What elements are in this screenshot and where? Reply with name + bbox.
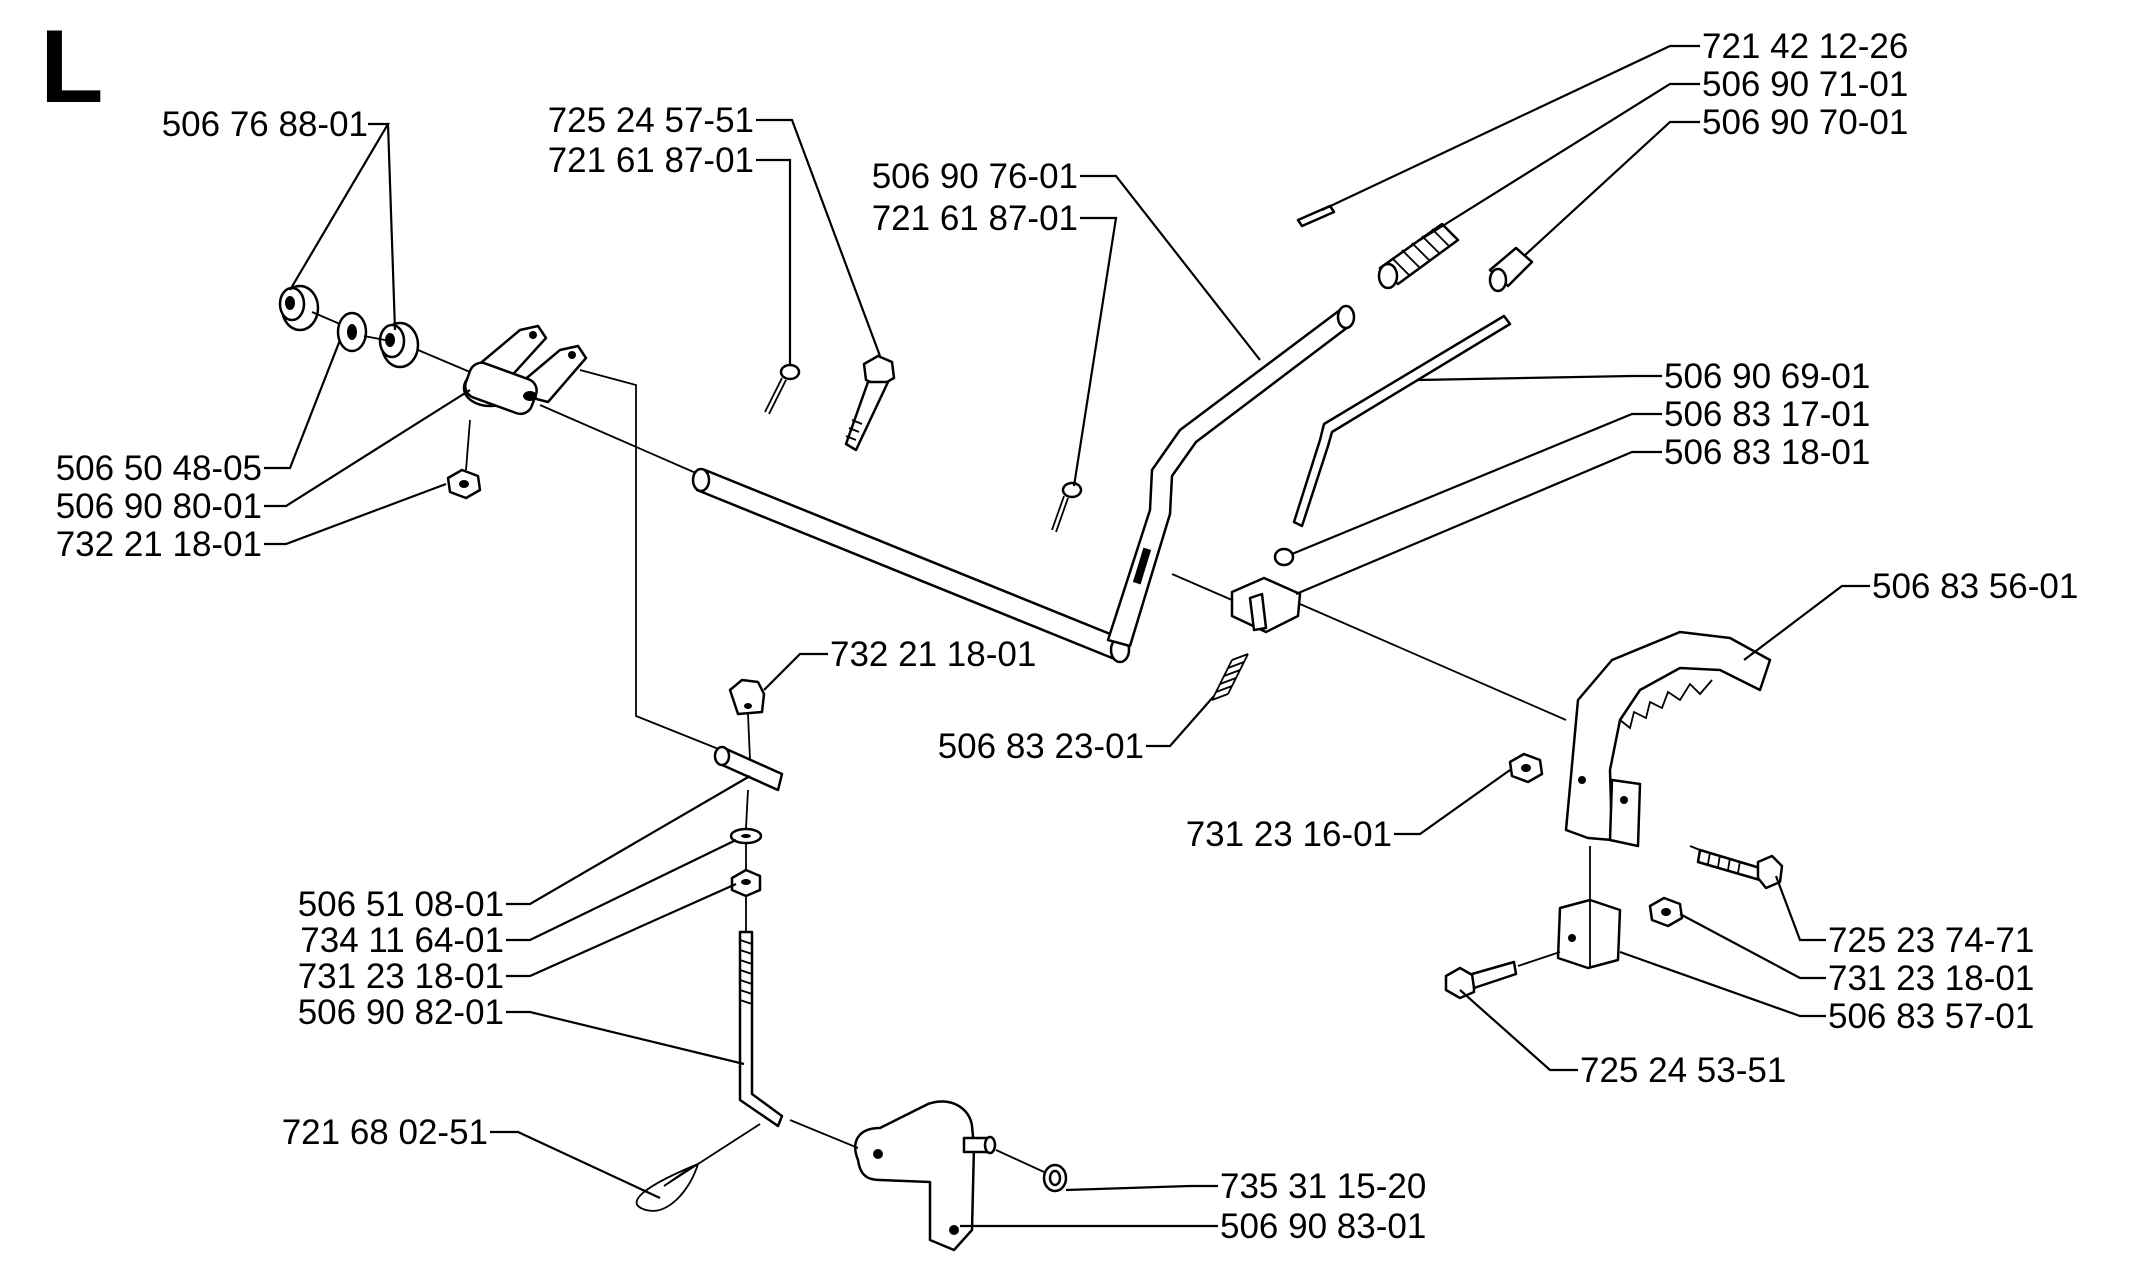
clevis-bracket xyxy=(462,324,588,416)
label-506-83-23-01: 506 83 23-01 xyxy=(938,727,1144,766)
notched-quadrant xyxy=(1564,630,1772,848)
threaded-rod xyxy=(738,930,784,1128)
label-506-90-82-01: 506 90 82-01 xyxy=(298,993,504,1032)
latch xyxy=(1230,576,1302,634)
label-725-23-74-71: 725 23 74-71 xyxy=(1828,921,2034,960)
bushing-left xyxy=(278,284,320,332)
end-cap xyxy=(1488,246,1534,293)
part-drawings xyxy=(278,204,1784,1252)
clamp-block xyxy=(1556,898,1622,970)
label-506-76-88-01: 506 76 88-01 xyxy=(162,105,368,144)
ball xyxy=(1273,547,1295,567)
label-725-24-53-51: 725 24 53-51 xyxy=(1580,1051,1786,1090)
label-731-23-16-01: 731 23 16-01 xyxy=(1186,815,1392,854)
label-506-90-70-01: 506 90 70-01 xyxy=(1702,103,1908,142)
label-721-61-87-01-left: 721 61 87-01 xyxy=(548,141,754,180)
label-721-68-02-51: 721 68 02-51 xyxy=(282,1113,488,1152)
nut-quadrant xyxy=(1508,752,1544,784)
roll-pin xyxy=(1296,204,1336,228)
leader-lines xyxy=(264,44,1870,1228)
shift-lever xyxy=(1106,304,1356,648)
label-731-23-18-01-center: 731 23 18-01 xyxy=(298,957,504,996)
label-721-42-12-26: 721 42 12-26 xyxy=(1702,27,1908,66)
label-732-21-18-01-left: 732 21 18-01 xyxy=(56,525,262,564)
label-735-31-15-20: 735 31 15-20 xyxy=(1220,1167,1426,1206)
label-721-61-87-01-right: 721 61 87-01 xyxy=(872,199,1078,238)
label-506-90-69-01: 506 90 69-01 xyxy=(1664,357,1870,396)
grip xyxy=(1377,222,1460,290)
label-734-11-64-01: 734 11 64-01 xyxy=(300,921,504,960)
nut-left xyxy=(446,468,482,500)
circlip xyxy=(1042,1163,1068,1193)
label-506-90-76-01: 506 90 76-01 xyxy=(872,157,1078,196)
bolt-clamp xyxy=(1444,960,1518,1000)
bushing-right xyxy=(378,321,420,369)
label-731-23-18-01-right: 731 23 18-01 xyxy=(1828,959,2034,998)
cotter-pin-2 xyxy=(1051,481,1083,533)
washer xyxy=(336,311,368,353)
label-506-83-17-01: 506 83 17-01 xyxy=(1664,395,1870,434)
part-labels: 506 76 88-01 506 50 48-05 506 90 80-01 7… xyxy=(56,27,2079,1246)
label-506-83-56-01: 506 83 56-01 xyxy=(1872,567,2078,606)
label-506-83-57-01: 506 83 57-01 xyxy=(1828,997,2034,1036)
spring xyxy=(1211,653,1249,701)
label-506-51-08-01: 506 51 08-01 xyxy=(298,885,504,924)
cap-nut xyxy=(728,678,766,716)
label-732-21-18-01-center: 732 21 18-01 xyxy=(830,635,1036,674)
section-letter: L xyxy=(40,9,104,125)
pivot-pin xyxy=(713,745,784,792)
label-506-90-71-01: 506 90 71-01 xyxy=(1702,65,1908,104)
label-506-83-18-01: 506 83 18-01 xyxy=(1664,433,1870,472)
label-506-90-80-01: 506 90 80-01 xyxy=(56,487,262,526)
label-506-50-48-05: 506 50 48-05 xyxy=(56,449,262,488)
control-rod xyxy=(1292,314,1512,528)
hairpin-clip xyxy=(635,1161,700,1212)
nut-clamp xyxy=(1648,896,1684,928)
bolt-shaft xyxy=(844,354,896,452)
label-506-90-83-01: 506 90 83-01 xyxy=(1220,1207,1426,1246)
bolt-quadrant xyxy=(1696,848,1784,890)
bell-crank xyxy=(854,1100,997,1252)
label-725-24-57-51: 725 24 57-51 xyxy=(548,101,754,140)
cotter-pin-1 xyxy=(764,363,801,415)
nut-center xyxy=(730,868,762,898)
